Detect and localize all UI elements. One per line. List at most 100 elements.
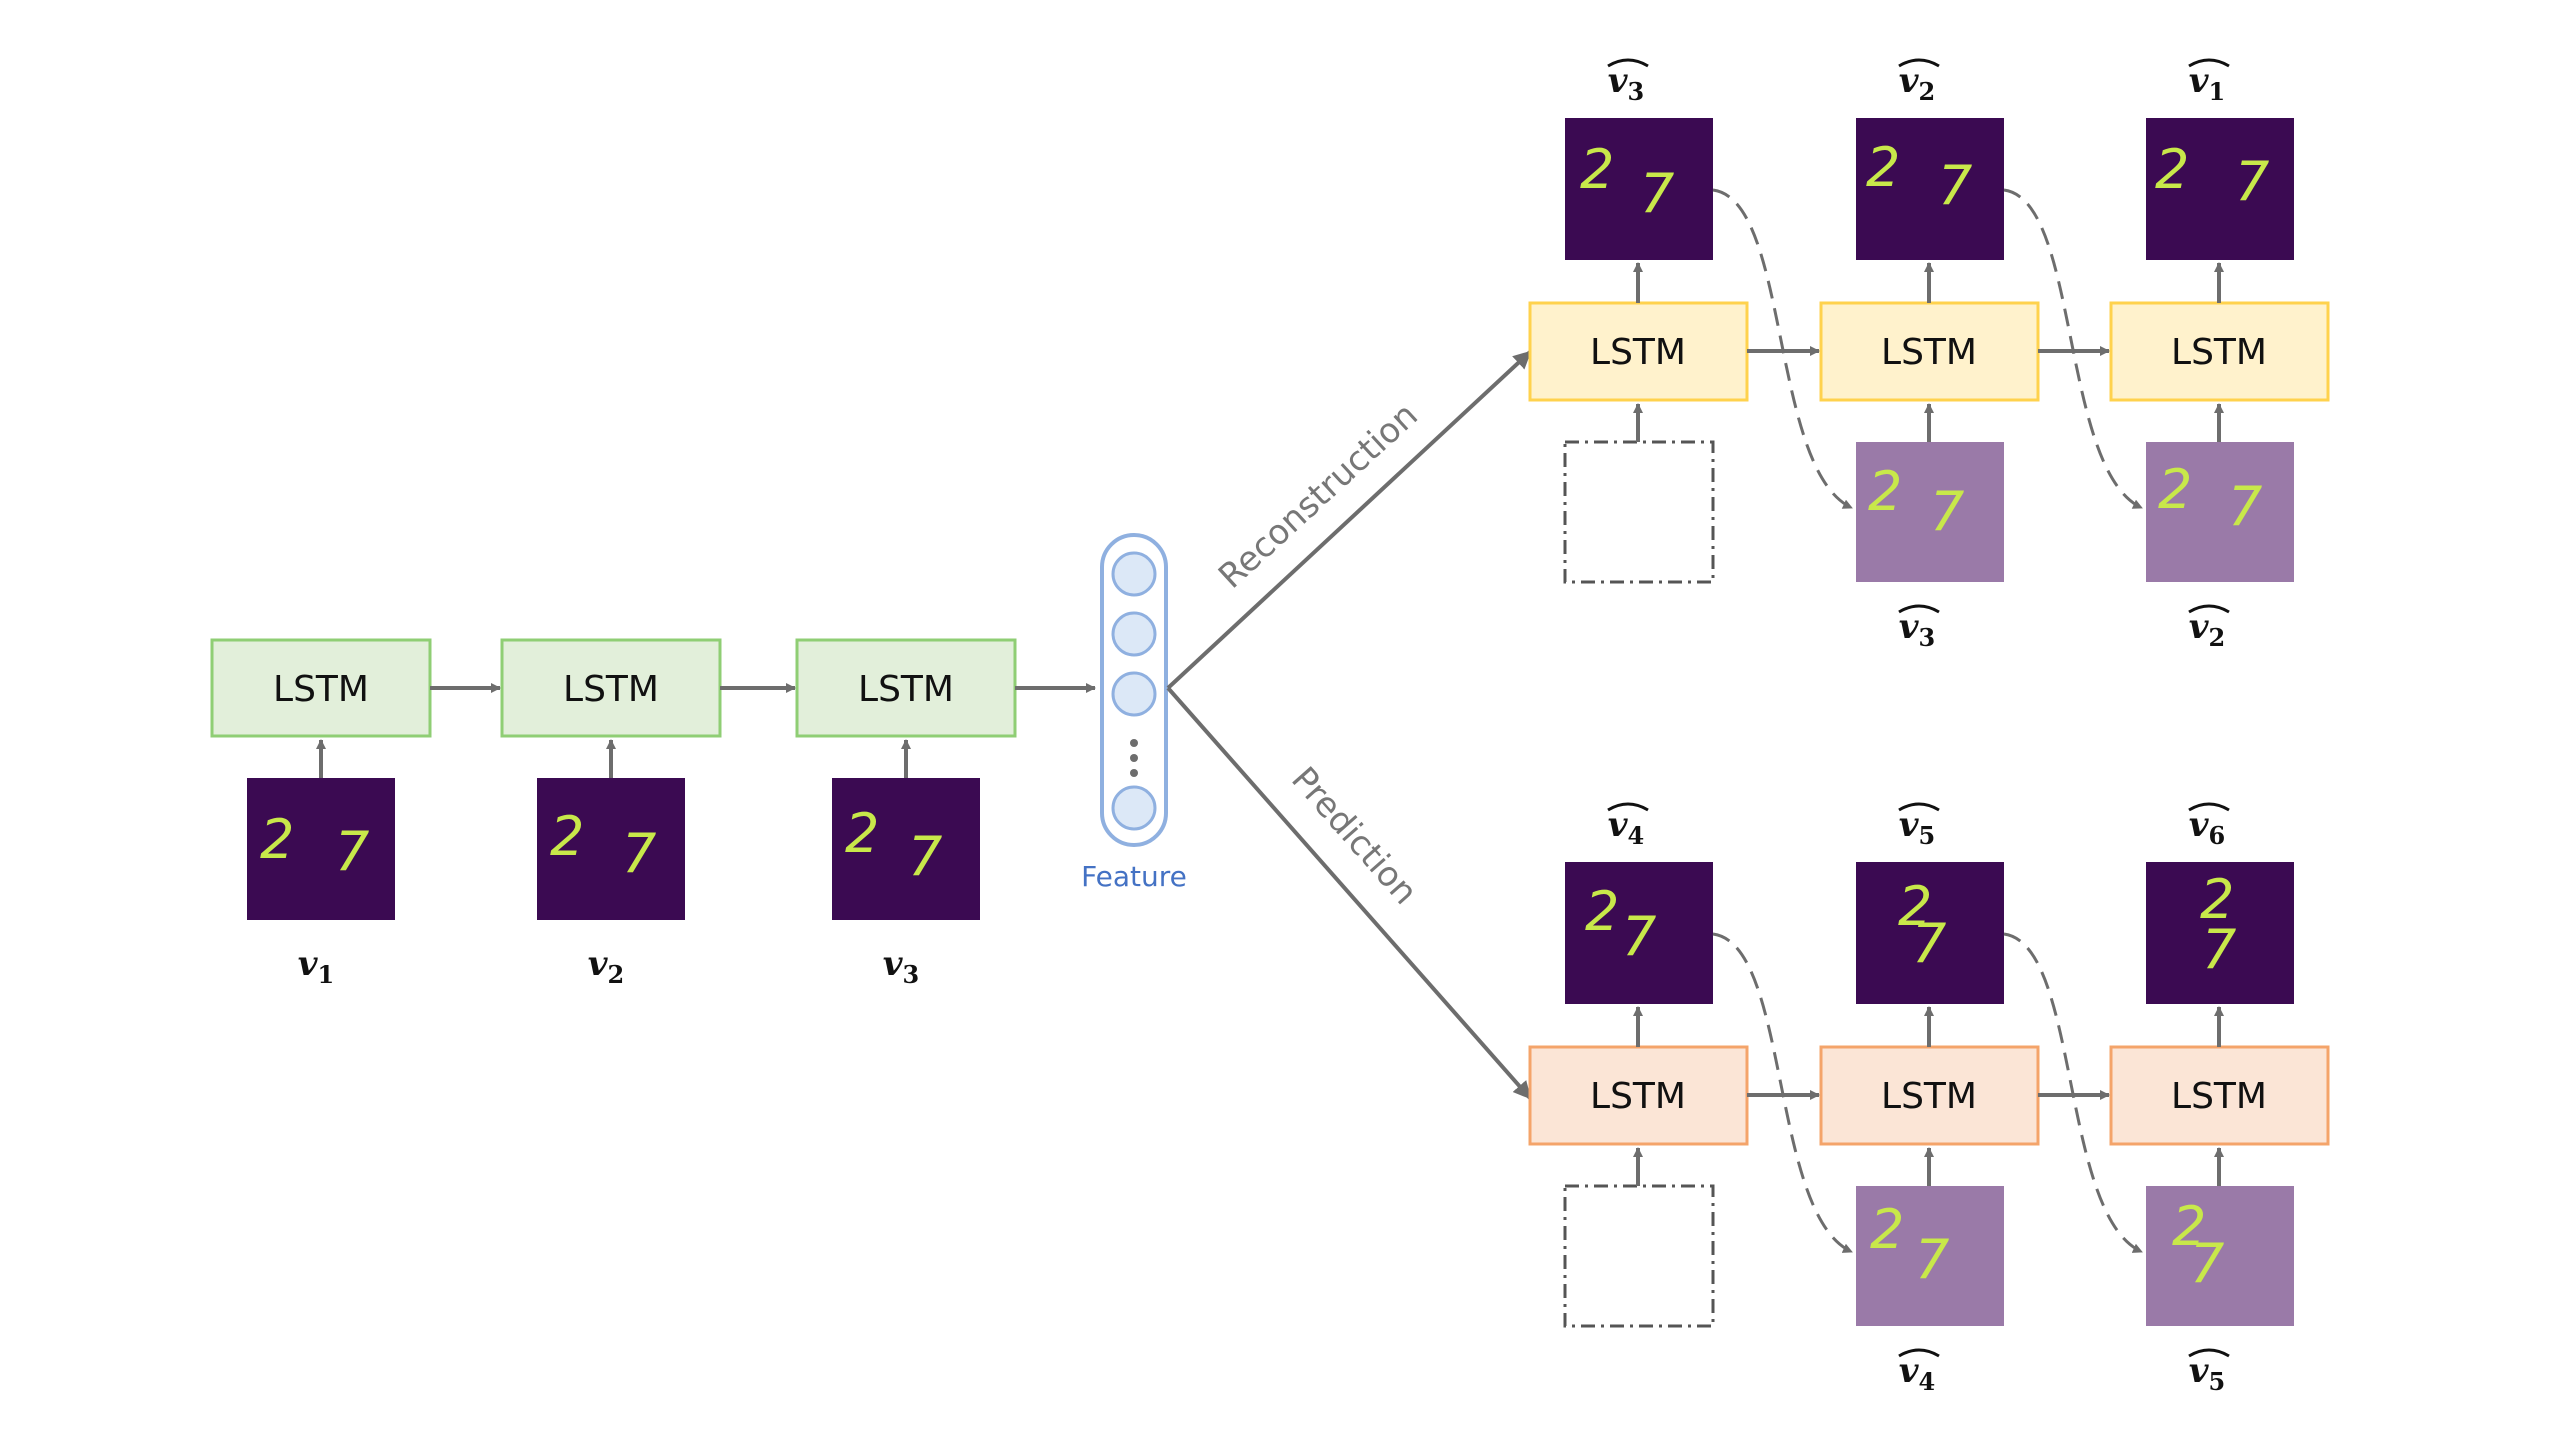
prediction-decoder: LSTM LSTM LSTM 2 7 2 7 2 7	[1528, 802, 2330, 1396]
pred-output-frame-2: 2 7	[1856, 862, 2004, 1004]
pred-lstm-3: LSTM	[2109, 1045, 2330, 1146]
digit-seven: 7	[335, 820, 369, 883]
recon-feedback-curve-2	[2003, 188, 2143, 510]
pred-input-frame-3: 2 7	[2146, 1186, 2294, 1326]
pred-lstm-1: LSTM	[1528, 1045, 1749, 1146]
lstm-label: LSTM	[1590, 1076, 1686, 1117]
svg-text:v2: v2	[1899, 61, 1935, 106]
svg-text:v2: v2	[2189, 607, 2225, 652]
encoder-lstm-3: LSTM	[795, 638, 1017, 738]
lstm-label: LSTM	[2171, 332, 2267, 373]
recon-input-frame-3: 2 7	[2146, 442, 2294, 582]
feature-vector: Feature	[1081, 533, 1187, 893]
pred-input-label-2: v5	[2188, 1348, 2230, 1396]
recon-output-label-1: v3	[1607, 58, 1649, 106]
digit-seven: 7	[622, 822, 656, 885]
svg-text:v5: v5	[1899, 805, 1935, 850]
encoder: LSTM LSTM LSTM 2 7 2 7 2 7	[210, 638, 1096, 989]
recon-output-frame-2: 2 7	[1856, 118, 2004, 260]
recon-output-frame-3: 2 7	[2146, 118, 2294, 260]
lstm-label: LSTM	[1881, 1076, 1977, 1117]
svg-text:v3: v3	[1608, 61, 1644, 106]
digit-seven: 7	[908, 825, 942, 888]
digit-seven: 7	[2235, 150, 2269, 213]
digit-two: 2	[1870, 1198, 1904, 1261]
svg-text:v1: v1	[2189, 61, 2225, 106]
feature-label: Feature	[1081, 860, 1187, 893]
lstm-label: LSTM	[1881, 332, 1977, 373]
lstm-label: LSTM	[858, 669, 954, 710]
encoder-frame-3: 2 7	[832, 778, 980, 920]
digit-two: 2	[550, 805, 584, 868]
digit-two: 2	[1898, 875, 1932, 938]
recon-output-label-3: v1	[2188, 58, 2230, 106]
digit-seven: 7	[1622, 905, 1656, 968]
digit-two: 2	[2172, 1195, 2206, 1258]
recon-input-frame-2: 2 7	[1856, 442, 2004, 582]
pred-input-frame-2: 2 7	[1856, 1186, 2004, 1326]
input-label-v1: v1	[298, 944, 334, 989]
feature-node	[1111, 611, 1157, 657]
svg-text:v6: v6	[2189, 805, 2225, 850]
recon-feedback-curve-1	[1712, 188, 1853, 510]
encoder-frame-2: 2 7	[537, 778, 685, 920]
reconstruction-decoder: LSTM LSTM LSTM 2 7 2 7 2 7	[1528, 58, 2330, 652]
reconstruction-label: Reconstruction	[1211, 395, 1426, 596]
pred-input-frame-empty	[1563, 1184, 1715, 1328]
reconstruction-branch-arrow	[1166, 350, 1532, 690]
pred-output-label-2: v5	[1898, 802, 1940, 850]
pred-lstm-2: LSTM	[1819, 1045, 2040, 1146]
recon-lstm-1: LSTM	[1528, 301, 1749, 402]
lstm-label: LSTM	[2171, 1076, 2267, 1117]
lstm-label: LSTM	[1590, 332, 1686, 373]
feature-node	[1111, 671, 1157, 717]
recon-lstm-2: LSTM	[1819, 301, 2040, 402]
pred-input-label-1: v4	[1898, 1348, 1940, 1396]
pred-feedback-curve-1	[1712, 932, 1853, 1254]
svg-text:v5: v5	[2189, 1351, 2225, 1396]
digit-two: 2	[1866, 136, 1900, 199]
digit-seven: 7	[2190, 1232, 2224, 1295]
input-label-v2: v2	[588, 944, 624, 989]
lstm-label: LSTM	[563, 669, 659, 710]
recon-input-label-1: v3	[1898, 604, 1940, 652]
digit-two: 2	[845, 802, 879, 865]
digit-seven: 7	[1930, 480, 1964, 543]
recon-lstm-3: LSTM	[2109, 301, 2330, 402]
pred-output-label-1: v4	[1607, 802, 1649, 850]
digit-seven: 7	[2202, 918, 2236, 981]
prediction-branch-arrow	[1166, 686, 1532, 1100]
pred-feedback-curve-2	[2003, 932, 2143, 1254]
input-label-v3: v3	[883, 944, 919, 989]
feature-node	[1111, 785, 1157, 831]
svg-text:v3: v3	[1899, 607, 1935, 652]
digit-seven: 7	[1938, 154, 1972, 217]
recon-input-frame-empty	[1563, 440, 1715, 584]
svg-text:v4: v4	[1899, 1351, 1935, 1396]
pred-output-label-3: v6	[2188, 802, 2230, 850]
pred-output-frame-1: 2 7	[1565, 862, 1713, 1004]
lstm-label: LSTM	[273, 669, 369, 710]
digit-two: 2	[1585, 880, 1619, 943]
feature-node	[1111, 551, 1157, 597]
digit-seven: 7	[1915, 1228, 1949, 1291]
recon-output-frame-1: 2 7	[1565, 118, 1713, 260]
digit-two: 2	[2158, 458, 2192, 521]
encoder-lstm-1: LSTM	[210, 638, 432, 738]
digit-two: 2	[2155, 138, 2189, 201]
digit-two: 2	[2200, 868, 2234, 931]
svg-text:v4: v4	[1608, 805, 1644, 850]
digit-two: 2	[1580, 138, 1614, 201]
encoder-lstm-2: LSTM	[500, 638, 722, 738]
digit-seven: 7	[2228, 475, 2262, 538]
digit-seven: 7	[1912, 912, 1946, 975]
digit-two: 2	[260, 808, 294, 871]
prediction-label: Prediction	[1283, 759, 1425, 912]
encoder-frame-1: 2 7	[247, 778, 395, 920]
recon-output-label-2: v2	[1898, 58, 1940, 106]
digit-two: 2	[1868, 460, 1902, 523]
pred-output-frame-3: 2 7	[2146, 862, 2294, 1004]
digit-seven: 7	[1640, 162, 1674, 225]
recon-input-label-2: v2	[2188, 604, 2230, 652]
